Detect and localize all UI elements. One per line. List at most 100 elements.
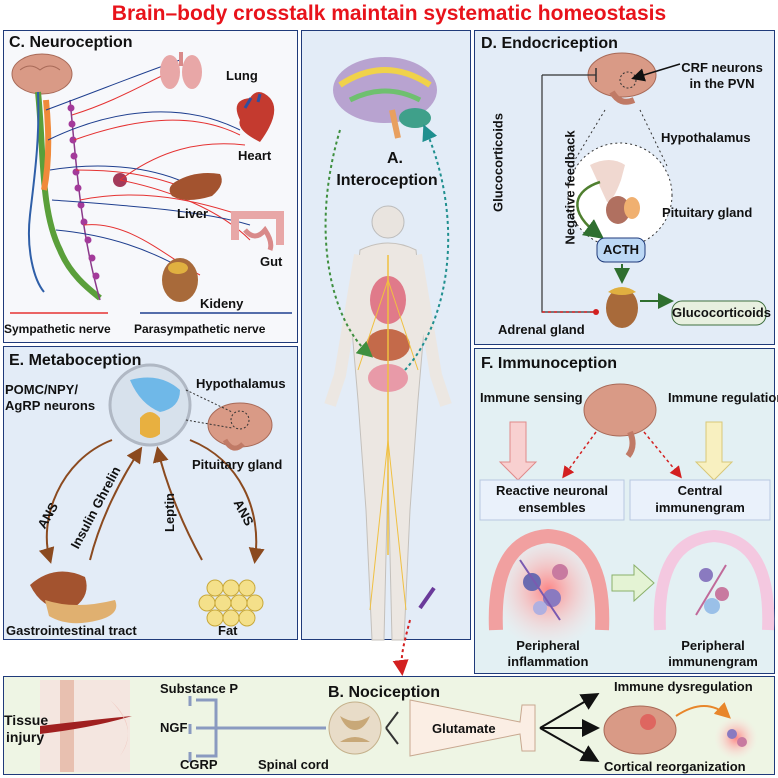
brain-icon-metaboception xyxy=(207,402,273,451)
gi-tract-icon xyxy=(30,571,117,624)
reactive-label-line1: Reactive neuronal xyxy=(496,483,608,498)
central-label-line1: Central xyxy=(677,483,723,498)
brain-icon-nociception xyxy=(603,705,677,755)
ans-left-arrow xyxy=(38,439,113,564)
central-label-line2: immunengram xyxy=(655,500,745,515)
pvn-pointer xyxy=(631,63,681,82)
interoception-title-letter: A. xyxy=(387,150,403,167)
reactive-label-line2: ensembles xyxy=(518,500,586,515)
parasympathetic-legend-label: Parasympathetic nerve xyxy=(134,322,266,336)
glucocorticoids-vertical-label: Glucocorticoids xyxy=(490,113,506,212)
reactive-box xyxy=(479,479,625,521)
neurons-label-line1: POMC/NPY/ xyxy=(5,382,78,397)
reactive-arrow xyxy=(562,431,597,479)
glucocorticoids-box-label: Glucocorticoids xyxy=(672,305,771,320)
peripheral-inflammation-icon xyxy=(488,528,610,650)
pituitary-label-e: Pituitary gland xyxy=(192,457,283,472)
gi-tract-label: Gastrointestinal tract xyxy=(6,623,137,638)
leptin-arrow xyxy=(152,446,203,561)
immunoception-title: F. Immunoception xyxy=(481,355,617,372)
neurons-label-line2: AgRP neurons xyxy=(5,398,96,413)
negative-feedback-label: Negative feedback xyxy=(562,130,578,245)
brain-to-immune-arrow xyxy=(675,702,731,719)
brain-icon-neuroception xyxy=(11,53,73,95)
human-body-icon xyxy=(324,205,452,641)
immune-sensing-label: Immune sensing xyxy=(480,390,583,405)
page-title: Brain–body crosstalk maintain systematic… xyxy=(111,2,667,25)
synapse-mark xyxy=(385,711,399,745)
ngf-label: NGF xyxy=(160,720,188,735)
fat-icon xyxy=(198,579,264,627)
descending-arrow xyxy=(404,124,450,371)
immune-regulation-label: Immune regulation xyxy=(668,390,778,405)
substance-p-label: Substance P xyxy=(160,681,239,696)
pituitary-region-icon xyxy=(140,412,160,438)
peripheral-immunengram-icon xyxy=(653,529,775,631)
cortical-reorganization-label: Cortical reorganization xyxy=(604,759,746,774)
immune-regulation-arrow xyxy=(694,421,734,481)
glucocorticoids-box xyxy=(671,300,767,326)
brain-icon-endocriception xyxy=(587,52,657,105)
fat-label: Fat xyxy=(218,623,238,638)
arrow-immune xyxy=(539,692,600,729)
insulin-ghrelin-arrow xyxy=(89,446,143,561)
nociception-arrow xyxy=(392,619,411,676)
tissue-injury-label-1: Tissue xyxy=(4,712,49,728)
tissue-injury-icon xyxy=(40,680,132,772)
heart-label: Heart xyxy=(238,148,272,163)
peripheral-immunengram-label-1: Peripheral xyxy=(681,638,745,653)
spinal-cord-icon xyxy=(27,91,102,301)
pituitary-label-d: Pituitary gland xyxy=(662,205,753,220)
leptin-label: Leptin xyxy=(162,493,177,532)
nociception-title: B. Nociception xyxy=(328,684,441,701)
peripheral-inflammation-label-1: Peripheral xyxy=(516,638,580,653)
glutamate-axon-icon xyxy=(409,699,536,757)
endocriception-title: D. Endocriception xyxy=(481,35,618,52)
hypothalamus-label-e: Hypothalamus xyxy=(196,376,286,391)
cgrp-label: CGRP xyxy=(180,757,218,772)
gut-icon xyxy=(231,211,284,251)
inflammation-to-immunengram-arrow xyxy=(611,563,655,603)
crf-label-line1: CRF neurons xyxy=(681,60,763,75)
tissue-injury-label-2: injury xyxy=(6,729,45,745)
interoception-title: Interoception xyxy=(336,172,438,189)
brain-icon-interoception xyxy=(333,57,437,139)
glutamate-label: Glutamate xyxy=(432,721,496,736)
central-arrow xyxy=(643,431,682,479)
spinal-cord-section-icon xyxy=(328,701,382,755)
heart-icon xyxy=(236,92,275,142)
immune-cells-icon xyxy=(714,716,758,760)
kidney-label: Kideny xyxy=(200,296,244,311)
immune-sensing-arrow xyxy=(498,421,538,481)
injury-needle-icon xyxy=(418,586,436,610)
ascending-arrow xyxy=(324,129,374,358)
kidney-icon xyxy=(162,258,198,302)
crf-label-line2: in the PVN xyxy=(689,76,755,91)
metaboception-title: E. Metaboception xyxy=(9,352,142,369)
central-box xyxy=(629,479,771,521)
adrenal-label: Adrenal gland xyxy=(498,322,585,337)
lung-label: Lung xyxy=(226,68,258,83)
lung-icon xyxy=(160,52,202,89)
arrow-cortical xyxy=(539,727,600,762)
spinal-cord-label: Spinal cord xyxy=(258,757,329,772)
nerve-terminal-icon xyxy=(188,696,326,762)
neuroception-title: C. Neuroception xyxy=(9,34,133,51)
adrenal-gland-icon xyxy=(606,287,638,328)
gut-label: Gut xyxy=(260,254,283,269)
ans-right-arrow xyxy=(189,439,265,564)
brain-icon-immunoception xyxy=(583,383,657,458)
pituitary-to-acth-arrow xyxy=(576,180,605,239)
acth-box xyxy=(596,237,646,263)
pituitary-circle xyxy=(567,142,673,248)
hypothalamus-region-icon xyxy=(130,377,180,412)
hypothalamus-label-d: Hypothalamus xyxy=(661,130,751,145)
liver-icon xyxy=(169,173,222,200)
liver-label: Liver xyxy=(177,206,209,221)
immune-dysregulation-label: Immune dysregulation xyxy=(614,679,753,694)
peripheral-immunengram-label-2: immunengram xyxy=(668,654,758,669)
pituitary-icon xyxy=(590,160,640,224)
sympathetic-legend-label: Sympathetic nerve xyxy=(4,322,111,336)
ganglion-chain-icon xyxy=(67,99,127,301)
